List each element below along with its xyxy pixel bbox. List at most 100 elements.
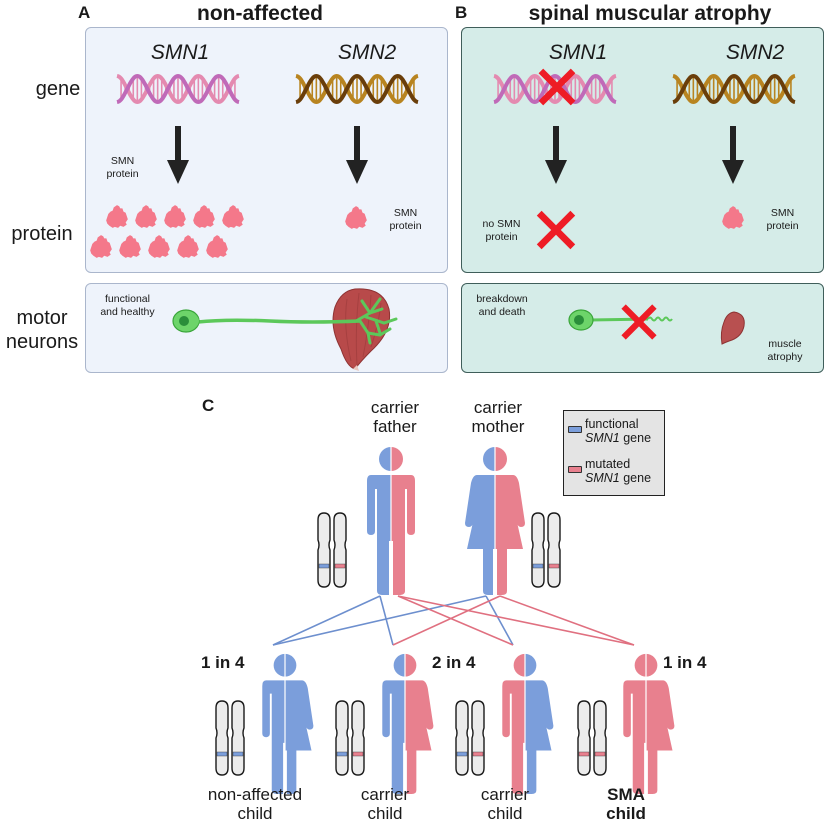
panel-b-letter: B: [455, 3, 468, 22]
figure-right-half: [495, 447, 525, 595]
gene-name: SMN1: [585, 471, 620, 485]
line-mother-functional-to-child1: [272, 595, 487, 646]
dna-strand: [672, 73, 796, 105]
child-3-figure-icon: [502, 653, 554, 794]
line-father-mutated-to-child3: [397, 595, 514, 646]
line-father-functional-to-child2: [379, 595, 394, 646]
parent-mother-label: carrier mother: [458, 398, 538, 436]
label-line: protein: [766, 220, 799, 232]
label-line: no SMN: [482, 218, 521, 230]
smn1-gene-band: [232, 751, 244, 757]
line-mother-mutated-to-child2: [392, 595, 501, 646]
smn1-gene-band: [594, 751, 606, 757]
figure-right-half: [525, 653, 554, 794]
figure-left-half: [367, 447, 391, 595]
legend-mutated-text: mutated SMN1 gene: [585, 457, 651, 485]
label-line: carrier: [480, 785, 530, 804]
figure-left-half: [465, 447, 495, 595]
mother-figure-icon: [465, 447, 525, 595]
row-label-motor: motor: [16, 307, 68, 329]
panel-a-smn2-dna-icon: [295, 73, 419, 105]
label-line: non-affected: [207, 785, 303, 804]
panel-b-muscle-label: muscle atrophy: [760, 338, 810, 364]
label-line: functional: [585, 417, 639, 431]
panel-b-neuron-label: breakdown and death: [472, 293, 532, 319]
figure-right-half: [646, 653, 675, 794]
panel-b-smn2-label: SMN2: [725, 41, 785, 64]
label-line: muscle: [768, 338, 802, 350]
legend-functional-text: functional SMN1 gene: [585, 417, 651, 445]
smn1-gene-band: [548, 563, 560, 569]
dna-strand: [672, 73, 796, 105]
smn1-gene-band: [352, 751, 364, 757]
line-father-functional-to-child1: [272, 595, 381, 646]
label-line: and healthy: [100, 306, 155, 318]
panel-a-smn2-protein-label: SMN protein: [383, 207, 428, 233]
panel-b-no-protein-label: no SMN protein: [474, 218, 529, 244]
father-chromosome-pair-icon: [317, 512, 347, 588]
panel-c-letter: C: [202, 396, 215, 415]
figure-left-half: [623, 653, 646, 794]
label-line: mother: [471, 417, 525, 436]
label-line: child: [367, 804, 403, 823]
child-2-chromosome-pair-icon: [335, 700, 365, 776]
panel-b-gene-protein-box: [461, 27, 824, 273]
line-mother-mutated-to-child4: [499, 595, 635, 646]
label-line: protein: [485, 231, 518, 243]
panel-b-smn1-label: SMN1: [548, 41, 608, 64]
dna-strand: [295, 73, 419, 105]
panel-a-letter: A: [78, 3, 91, 22]
child-3-label: carrier child: [465, 785, 545, 823]
child-4-chromosome-pair-icon: [577, 700, 607, 776]
figure-right-half: [405, 653, 434, 794]
child-4-label: SMA child: [586, 785, 666, 823]
gene-suffix: gene: [619, 431, 652, 445]
legend: functional SMN1 gene mutated SMN1 gene: [563, 410, 665, 496]
smn1-gene-band: [532, 563, 544, 569]
smn1-gene-band: [318, 563, 330, 569]
label-line: child: [606, 804, 646, 823]
panel-b-smn2-dna-icon: [672, 73, 796, 105]
child-1-label: non-affected child: [200, 785, 310, 823]
dna-strand: [116, 73, 240, 105]
panel-a-muscle-icon: [332, 288, 391, 371]
label-line: carrier: [473, 398, 523, 417]
panel-a-smn2-label: SMN2: [337, 41, 397, 64]
functional-swatch: [568, 426, 582, 433]
label-line: atrophy: [767, 351, 803, 363]
panel-a-title: non-affected: [197, 2, 323, 25]
figure-left-half: [382, 653, 405, 794]
label-line: child: [237, 804, 273, 823]
figure-left-half: [502, 653, 525, 794]
smn1-gene-band: [334, 563, 346, 569]
child-2-figure-icon: [382, 653, 434, 794]
panel-a-smn1-protein-label: SMN protein: [100, 155, 145, 181]
label-line: carrier: [360, 785, 410, 804]
mother-chromosome-pair-icon: [531, 512, 561, 588]
label-line: protein: [389, 220, 422, 232]
figure-left-half: [262, 653, 285, 794]
smn1-gene-band: [472, 751, 484, 757]
row-label-motor-neurons: motor neurons: [2, 306, 82, 354]
panel-a-neuron-label: functional and healthy: [95, 293, 160, 319]
panel-a-neuron-icon: [172, 297, 398, 345]
child-2-label: carrier child: [345, 785, 425, 823]
dna-strand: [493, 73, 617, 105]
child-3-chromosome-pair-icon: [455, 700, 485, 776]
panel-b-atrophied-muscle-icon: [720, 311, 745, 345]
label-line: carrier: [370, 398, 420, 417]
mutated-swatch: [568, 466, 582, 473]
label-line: breakdown: [476, 293, 528, 305]
row-label-neurons: neurons: [5, 331, 79, 353]
dna-strand: [295, 73, 419, 105]
label-line: SMA: [607, 785, 645, 804]
label-line: SMN1 gene: [585, 471, 651, 485]
child-1-figure-icon: [262, 653, 314, 794]
label-line: protein: [106, 168, 139, 180]
child-4-ratio: 1 in 4: [663, 653, 707, 672]
panel-b-title: spinal muscular atrophy: [528, 2, 772, 25]
row-label-gene: gene: [35, 78, 81, 100]
child-4-figure-icon: [623, 653, 675, 794]
figure-right-half: [391, 447, 415, 595]
